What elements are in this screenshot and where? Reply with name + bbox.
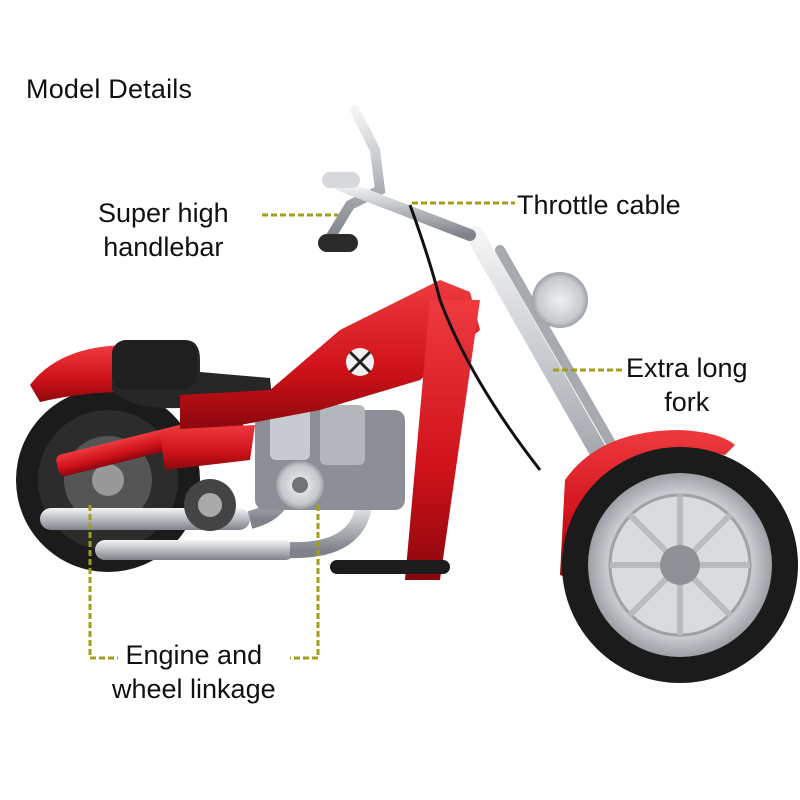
page-title: Model Details <box>26 74 193 104</box>
leader-lines <box>88 201 625 660</box>
callout-fork: Extra long fork <box>626 351 748 419</box>
headlight <box>532 272 588 328</box>
front-wheel <box>562 447 798 683</box>
leader-line-engine-left <box>88 505 118 660</box>
front-fender <box>560 430 735 580</box>
callout-handlebar-line-2: handlebar <box>103 232 224 262</box>
callout-engine: Engine and wheel linkage <box>112 638 276 706</box>
callout-fork-line-1: Extra long <box>626 353 748 383</box>
callout-fork-line-2: fork <box>664 387 710 417</box>
engine-block <box>184 400 405 531</box>
leader-line-engine-right <box>290 505 320 660</box>
callout-handlebar: Super high handlebar <box>98 196 229 264</box>
callout-throttle: Throttle cable <box>517 188 681 222</box>
callout-throttle-line-1: Throttle cable <box>517 190 681 220</box>
callout-engine-line-2: wheel linkage <box>112 674 276 704</box>
seat <box>112 340 272 409</box>
throttle-cable <box>408 204 542 471</box>
callout-engine-line-1: Engine and <box>125 640 263 670</box>
callout-handlebar-line-1: Super high <box>98 198 229 228</box>
handlebar <box>318 105 542 471</box>
frame <box>160 280 480 580</box>
